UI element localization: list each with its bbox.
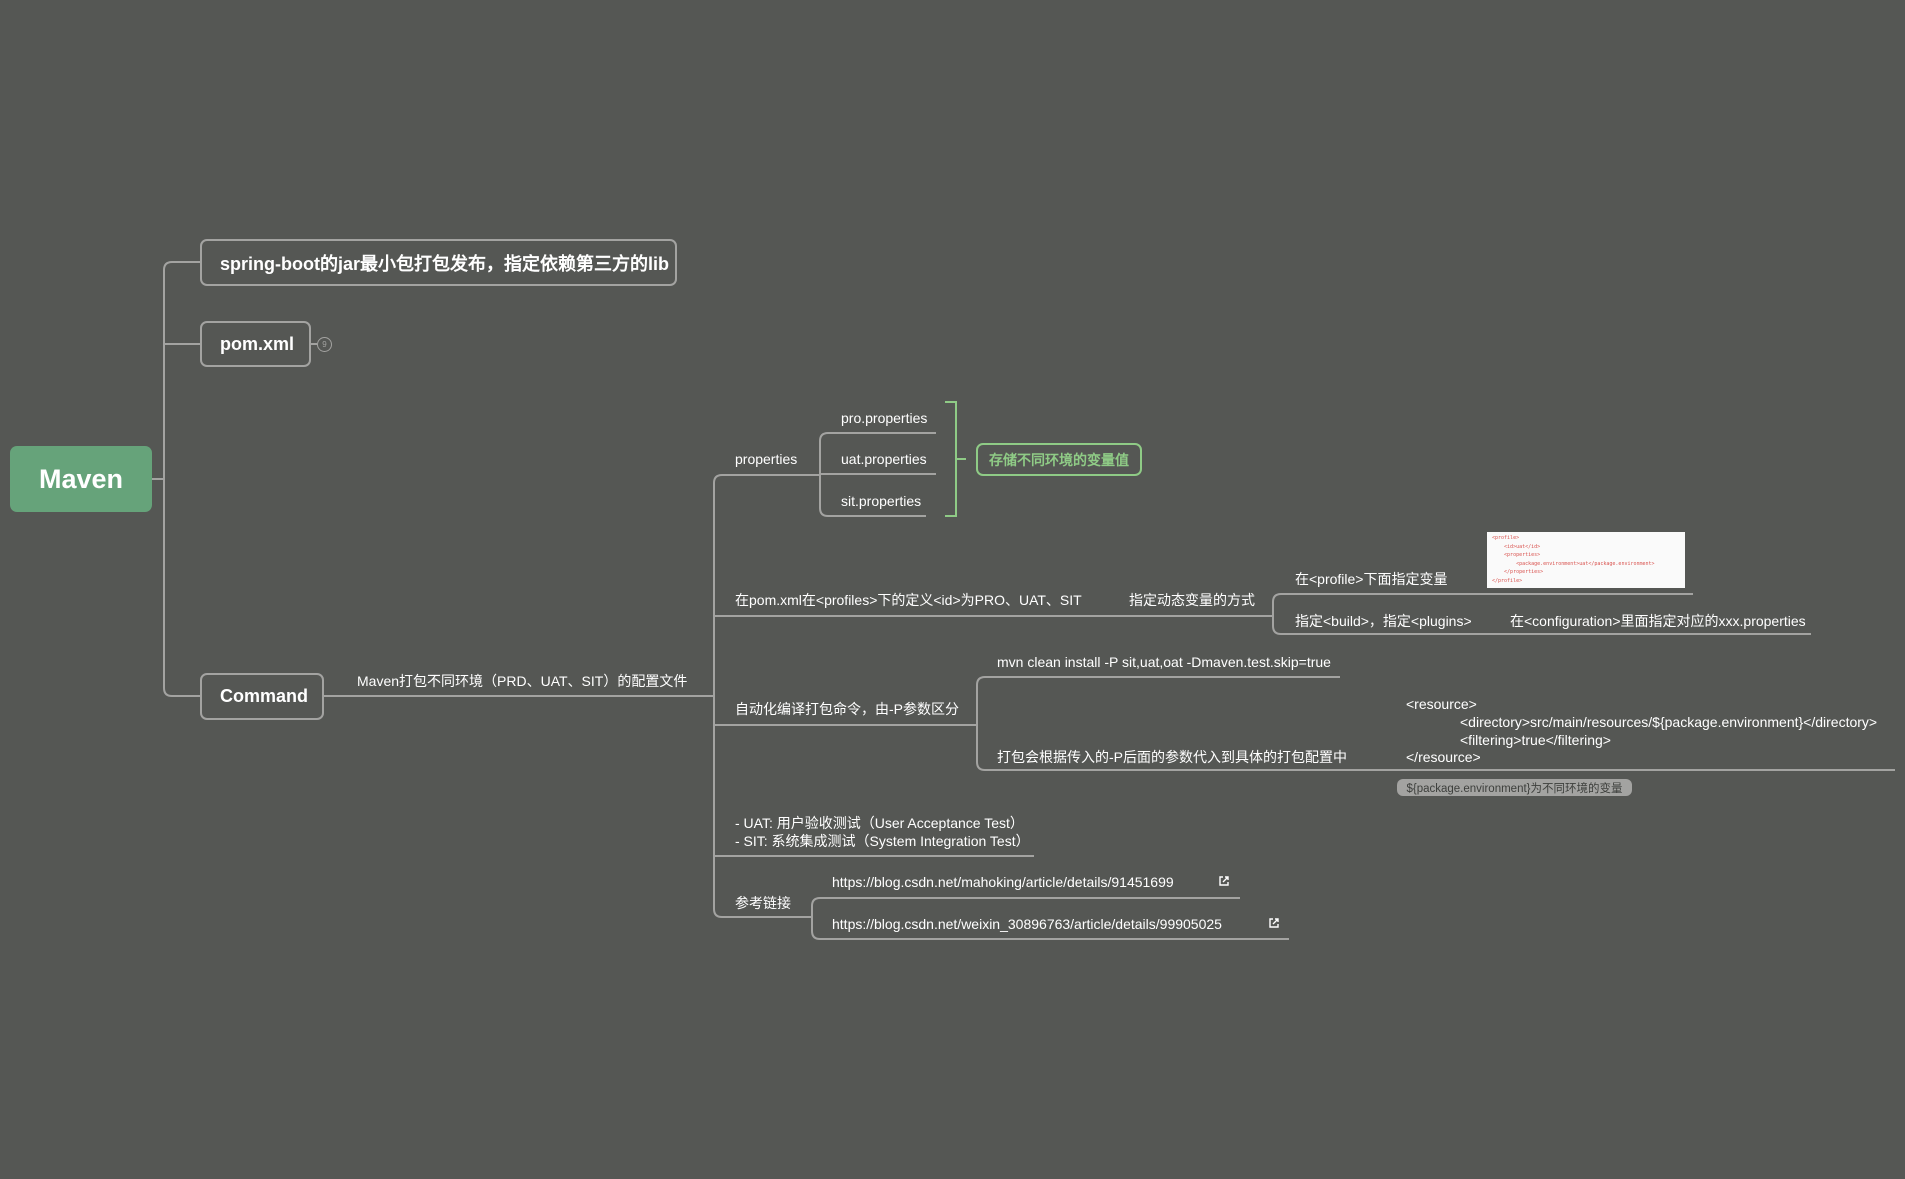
node-sit-properties[interactable]: sit.properties <box>841 493 922 509</box>
node-properties[interactable]: properties <box>735 451 798 467</box>
reference-link[interactable]: https://blog.csdn.net/mahoking/article/d… <box>832 874 1174 890</box>
summary-node[interactable]: 存储不同环境的变量值 <box>976 443 1142 476</box>
resource-line: <filtering>true</filtering> <box>1460 732 1611 748</box>
node-profile-variable[interactable]: 在<profile>下面指定变量 <box>1295 571 1448 587</box>
glossary-sit[interactable]: - SIT: 系统集成测试（System Integration Test） <box>735 833 1030 849</box>
node-configuration[interactable]: 在<configuration>里面指定对应的xxx.properties <box>1510 613 1806 629</box>
resource-line: <directory>src/main/resources/${package.… <box>1460 714 1878 730</box>
collapsed-count-badge[interactable]: 9 <box>317 337 332 352</box>
node-pom-xml[interactable]: pom.xml <box>200 321 311 367</box>
node-references[interactable]: 参考链接 <box>735 895 791 911</box>
glossary-uat[interactable]: - UAT: 用户验收测试（User Acceptance Test） <box>735 815 1024 831</box>
reference-link[interactable]: https://blog.csdn.net/weixin_30896763/ar… <box>832 916 1222 932</box>
node-config-subtitle[interactable]: Maven打包不同环境（PRD、UAT、SIT）的配置文件 <box>357 673 688 689</box>
node-pro-properties[interactable]: pro.properties <box>841 410 928 426</box>
node-build-plugins[interactable]: 指定<build>，指定<plugins> <box>1295 613 1472 629</box>
resource-line: <resource> <box>1406 696 1477 712</box>
node-spring-boot[interactable]: spring-boot的jar最小包打包发布，指定依赖第三方的lib <box>200 239 677 286</box>
node-profiles[interactable]: 在pom.xml在<profiles>下的定义<id>为PRO、UAT、SIT <box>735 592 1082 608</box>
external-link-icon[interactable] <box>1268 917 1280 929</box>
resource-line: </resource> <box>1406 749 1481 765</box>
node-mvn-command[interactable]: mvn clean install -P sit,uat,oat -Dmaven… <box>997 654 1331 670</box>
node-dynamic-variable[interactable]: 指定动态变量的方式 <box>1129 592 1255 608</box>
node-uat-properties[interactable]: uat.properties <box>841 451 927 467</box>
node-command[interactable]: Command <box>200 673 324 720</box>
node-auto-build[interactable]: 自动化编译打包命令，由-P参数区分 <box>735 701 959 717</box>
code-image: <profile> <id>uat</id> <properties> <pac… <box>1487 532 1685 588</box>
external-link-icon[interactable] <box>1218 875 1230 887</box>
node-pack-config[interactable]: 打包会根据传入的-P后面的参数代入到具体的打包配置中 <box>997 749 1347 765</box>
root-node-maven[interactable]: Maven <box>10 446 152 512</box>
label-badge[interactable]: ${package.environment}为不同环境的变量 <box>1397 779 1632 796</box>
